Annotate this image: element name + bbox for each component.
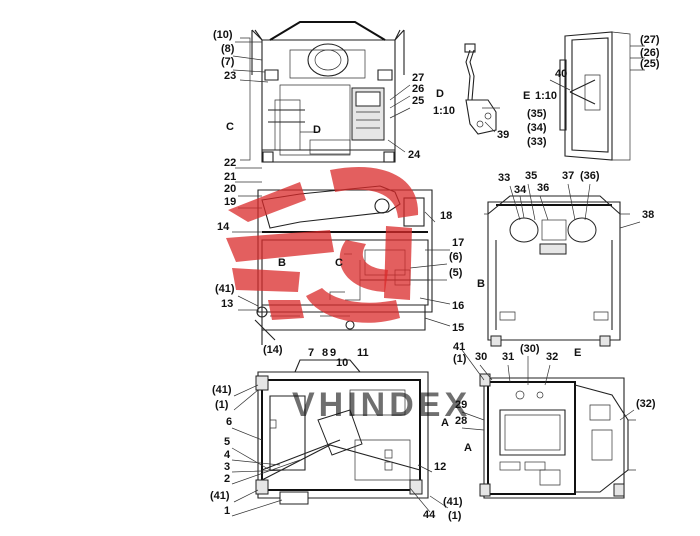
callout-label: 44 [423,509,436,521]
callout-label: (35) [527,108,547,120]
callout-label: 19 [224,196,236,208]
callout-label: (14) [263,344,283,356]
view-top-left [240,21,405,163]
callout-label: (33) [527,136,547,148]
callout-label: 27 [412,72,424,84]
callout-label: 36 [537,182,549,194]
callout-label: (25) [640,58,660,70]
callout-label: 1:10 [535,90,557,102]
callout-label: 29 [455,399,467,411]
view-joystick-detail [464,43,500,135]
callout-label: 40 [555,68,567,80]
callout-label: 32 [546,351,558,363]
callout-label: 16 [452,300,464,312]
callout-label: 8 [322,347,328,359]
view-bottom-right [479,373,636,499]
callout-label: (30) [520,343,540,355]
callout-label: C [335,257,343,269]
callout-label: (41) [215,283,235,295]
callout-label: (41) [210,490,230,502]
callout-label: 15 [452,322,464,334]
callout-label: 20 [224,183,236,195]
callout-label: 23 [224,70,236,82]
callout-label: 11 [357,347,369,359]
callout-label: 35 [525,170,537,182]
callout-label: 28 [455,415,467,427]
callout-label: E [523,90,530,102]
callout-label: (34) [527,122,547,134]
callout-label: 33 [498,172,510,184]
callout-label: 24 [408,149,421,161]
callout-label: 17 [452,237,464,249]
leader-lines [231,41,645,517]
callout-label: E [574,347,581,359]
callout-label: (5) [449,267,463,279]
callout-label: (27) [640,34,660,46]
callout-label: 9 [330,347,336,359]
callout-label: (1) [448,510,462,522]
callout-label: 39 [497,129,509,141]
callout-label: B [477,278,485,290]
callout-label: D [436,88,444,100]
callout-label: 22 [224,157,236,169]
callout-label: 14 [217,221,230,233]
callout-label: 5 [224,436,230,448]
callout-label: 21 [224,171,236,183]
callout-label: (26) [640,47,660,59]
callout-label: 6 [226,416,232,428]
callout-label: (8) [221,43,235,55]
watermark-logo [226,167,419,323]
callout-label: (6) [449,251,463,263]
callout-label: C [226,121,234,133]
callout-label: 38 [642,209,654,221]
callout-label: 1:10 [433,105,455,117]
view-bottom-left [255,359,429,505]
view-middle-right [484,195,630,347]
callout-label: 41 [453,341,465,353]
callout-label: 10 [336,357,348,369]
callout-label: 31 [502,351,514,363]
callout-label: 25 [412,95,424,107]
callout-label: (41) [212,384,232,396]
callout-label: 37 [562,170,574,182]
callout-label: A [464,442,472,454]
callout-label: (1) [453,353,467,365]
watermark-text: VHINDEX [292,386,471,424]
callout-label: (36) [580,170,600,182]
callout-label: (32) [636,398,656,410]
callout-label: 30 [475,351,487,363]
callout-label: (7) [221,56,235,68]
callout-label: 2 [224,473,230,485]
callout-label: B [278,257,286,269]
callout-label: 12 [434,461,446,473]
callout-label: 1 [224,505,230,517]
callout-label: 3 [224,461,230,473]
callout-label: 7 [308,347,314,359]
callout-label: 34 [514,184,527,196]
callout-label: D [313,124,321,136]
callout-label: A [441,417,449,429]
callout-label: (41) [443,496,463,508]
callout-label: 26 [412,83,424,95]
callout-label: 4 [224,449,231,461]
callout-label: (10) [213,29,233,41]
callout-label: 13 [221,298,233,310]
callout-label: (1) [215,399,229,411]
view-panel-detail [559,31,631,161]
callout-label: 18 [440,210,452,222]
